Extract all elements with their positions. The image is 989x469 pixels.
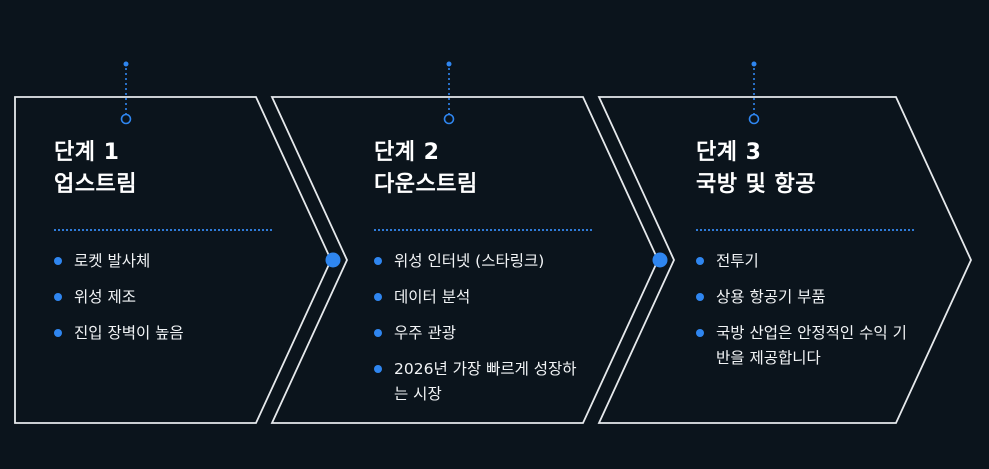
stage-3-chevron — [597, 96, 972, 424]
list-item: 위성 제조 — [54, 285, 284, 310]
stage-2-step-label: 단계 2 — [374, 140, 440, 165]
stage-1-divider — [54, 229, 272, 231]
stage-1-item-list: 로켓 발사체 위성 제조 진입 장벽이 높음 — [54, 249, 284, 346]
stage-1: 단계 1 업스트림 로켓 발사체 위성 제조 진입 장벽이 높음 — [54, 137, 284, 357]
stage-3-divider — [696, 229, 914, 231]
list-item: 상용 항공기 부품 — [696, 285, 926, 310]
stage-3: 단계 3 국방 및 항공 전투기 상용 항공기 부품 국방 산업은 안정적인 수… — [696, 137, 926, 382]
stage-3-item-list: 전투기 상용 항공기 부품 국방 산업은 안정적인 수익 기반을 제공합니다 — [696, 249, 926, 371]
stage-2-pin — [443, 61, 455, 125]
stage-2-item-list: 위성 인터넷 (스타링크) 데이터 분석 우주 관광 2026년 가장 빠르게 … — [374, 249, 604, 407]
stage-2-name: 다운스트림 — [374, 172, 478, 197]
list-item: 로켓 발사체 — [54, 249, 284, 274]
connector-dot-2-3 — [652, 252, 668, 268]
stage-1-name: 업스트림 — [54, 172, 137, 197]
list-item: 국방 산업은 안정적인 수익 기반을 제공합니다 — [696, 321, 916, 371]
stage-2-chevron — [270, 96, 659, 424]
list-item: 진입 장벽이 높음 — [54, 321, 284, 346]
stage-2-divider — [374, 229, 592, 231]
list-item: 전투기 — [696, 249, 926, 274]
stage-3-name: 국방 및 항공 — [696, 172, 817, 197]
list-item: 2026년 가장 빠르게 성장하는 시장 — [374, 357, 584, 407]
stage-2: 단계 2 다운스트림 위성 인터넷 (스타링크) 데이터 분석 우주 관광 20… — [374, 137, 604, 418]
stage-1-pin — [120, 61, 132, 125]
stage-1-step-label: 단계 1 — [54, 140, 120, 165]
list-item: 우주 관광 — [374, 321, 604, 346]
stage-3-step-label: 단계 3 — [696, 140, 762, 165]
connector-dot-1-2 — [325, 252, 341, 268]
list-item: 데이터 분석 — [374, 285, 604, 310]
stage-3-pin — [748, 61, 760, 125]
list-item: 위성 인터넷 (스타링크) — [374, 249, 604, 274]
stage-1-chevron — [14, 96, 332, 424]
